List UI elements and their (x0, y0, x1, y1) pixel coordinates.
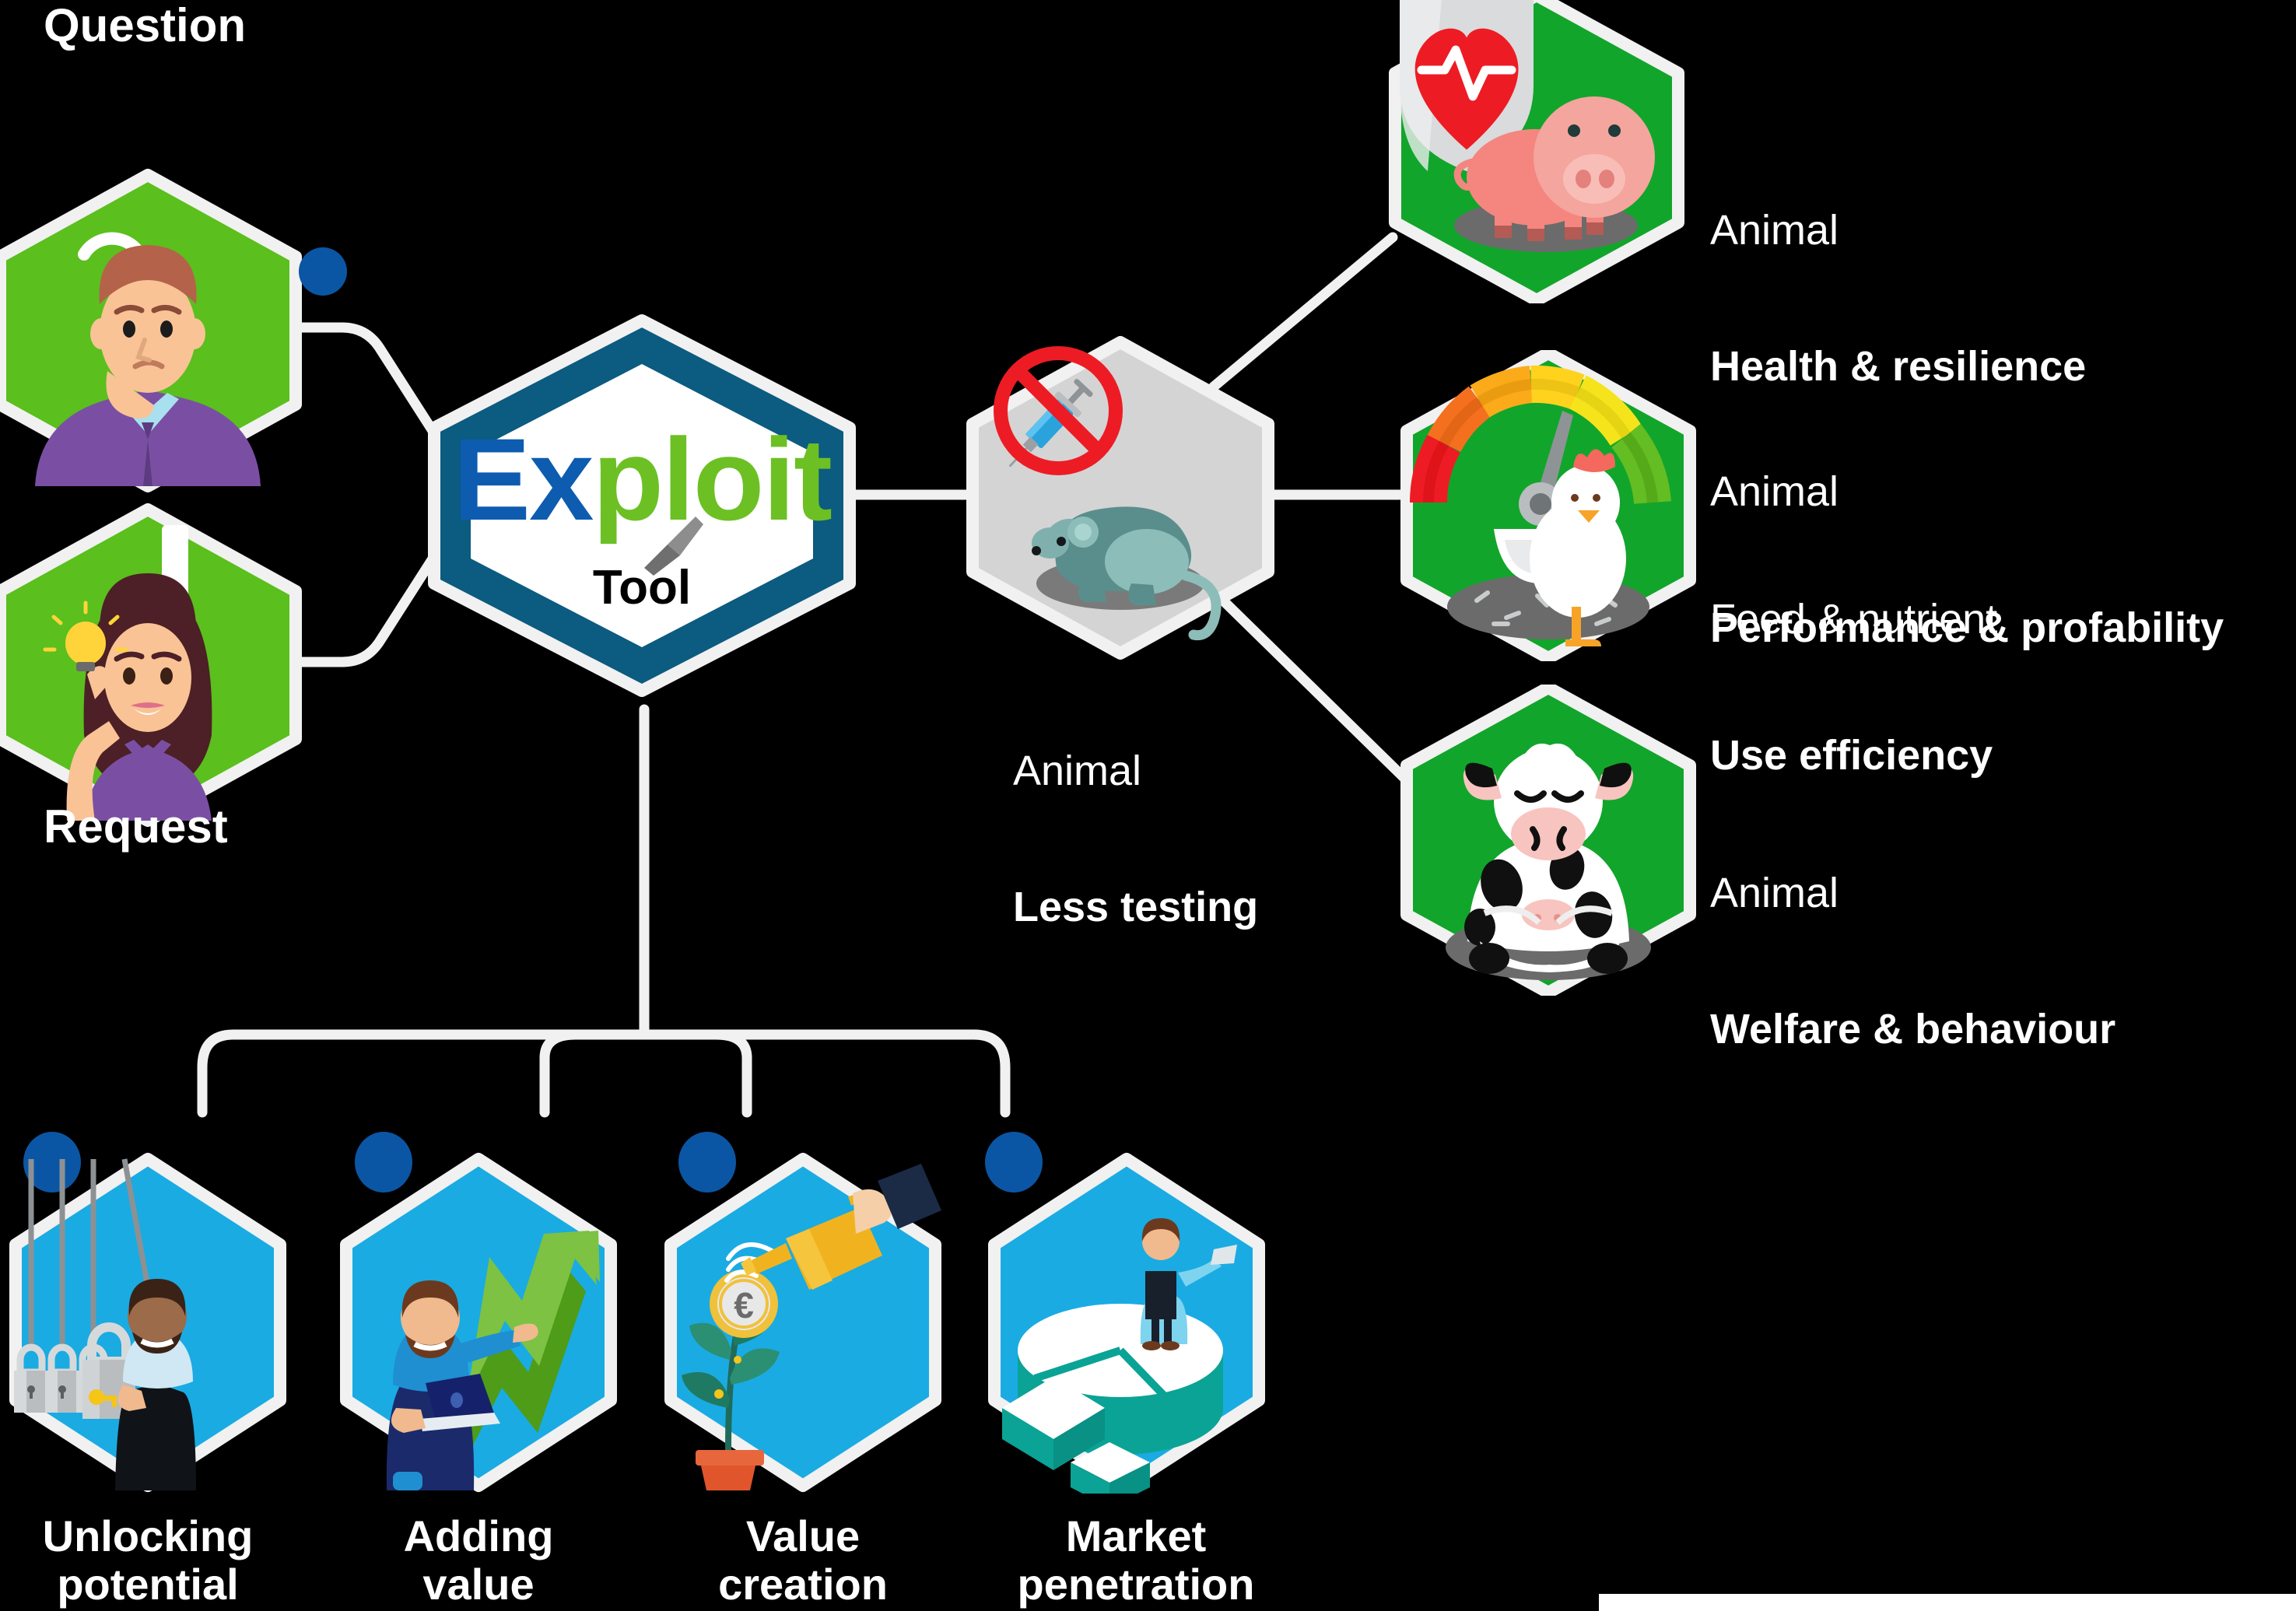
bottom-right-panel (1599, 1594, 2296, 1611)
hex-unlocking-potential[interactable] (8, 1151, 288, 1494)
hex-value-creation[interactable]: € (663, 1151, 943, 1494)
hex-animal-welfare[interactable] (1393, 685, 1704, 996)
svg-text:€: € (734, 1285, 754, 1326)
caption-value-creation: Value creation (718, 1511, 888, 1609)
label-animal-performance: Animal Performance & profability (1710, 378, 2224, 741)
pie-chart-man-icon (1002, 1218, 1237, 1494)
label-animal-performance-line1: Animal (1710, 468, 1839, 515)
hex-exploit-tool[interactable]: Exploit Tool (420, 311, 864, 700)
label-less-testing: Animal Less testing (1013, 657, 1258, 1021)
hex-market-penetration[interactable] (987, 1151, 1267, 1494)
scalpel-icon (644, 517, 703, 576)
label-less-testing-line2: Less testing (1013, 883, 1259, 930)
hex-question[interactable] (0, 167, 303, 494)
label-animal-health-line1: Animal (1710, 206, 1839, 254)
caption-question: Question (44, 0, 247, 51)
hex-animal-performance[interactable] (1393, 350, 1704, 661)
exploit-subtitle: Tool (592, 561, 692, 615)
label-animal-welfare-line2: Welfare & behaviour (1710, 1005, 2116, 1052)
label-animal-health-line2: Health & resilience (1710, 342, 2087, 390)
money-plant-watering-icon: € (682, 1164, 941, 1490)
caption-market-penetration: Market penetration (1017, 1511, 1255, 1609)
hex-inner (471, 364, 813, 647)
label-feed-efficiency-line2: Use efficiency (1710, 731, 1993, 779)
hex-adding-value[interactable] (338, 1151, 619, 1494)
exploit-wordmark: Exploit (420, 412, 864, 547)
hex-animal-health[interactable] (1381, 0, 1692, 303)
padlocks-key-icon (14, 1158, 196, 1490)
caption-request: Request (44, 800, 228, 853)
label-animal-welfare: Animal Welfare & behaviour (1710, 779, 2115, 1143)
hex-request[interactable] (0, 502, 303, 828)
label-animal-welfare-line1: Animal (1710, 869, 1839, 916)
no-syringe-mouse-icon (994, 346, 1222, 641)
label-feed-efficiency-line1: Feed & nutrient (1710, 595, 1998, 643)
pig-shield-heart-icon (1400, 0, 1655, 252)
exploit-prefix: Ex (452, 414, 594, 545)
exploit-suffix: ploit (592, 414, 833, 545)
thinking-man-icon (35, 232, 261, 486)
meditating-cow-icon (1446, 743, 1651, 980)
label-less-testing-line1: Animal (1013, 747, 1142, 794)
caption-adding-value: Adding value (403, 1511, 554, 1609)
label-animal-performance-line2: Performance & profability (1710, 604, 2224, 651)
accent-dot-market (985, 1132, 1043, 1192)
accent-dot-question (299, 247, 347, 296)
label-animal-health: Animal Health & resilience (1710, 117, 2086, 480)
hex-less-testing[interactable] (965, 334, 1276, 661)
accent-dot-adding (355, 1132, 412, 1192)
idea-woman-icon (43, 525, 212, 821)
accent-dot-value (678, 1132, 736, 1192)
caption-unlocking-potential: Unlocking potential (42, 1511, 254, 1609)
chicken-gauge-icon (1409, 365, 1671, 646)
laptop-growth-arrow-icon (386, 1231, 600, 1490)
label-feed-efficiency: Feed & nutrient Use efficiency (1710, 506, 1997, 869)
